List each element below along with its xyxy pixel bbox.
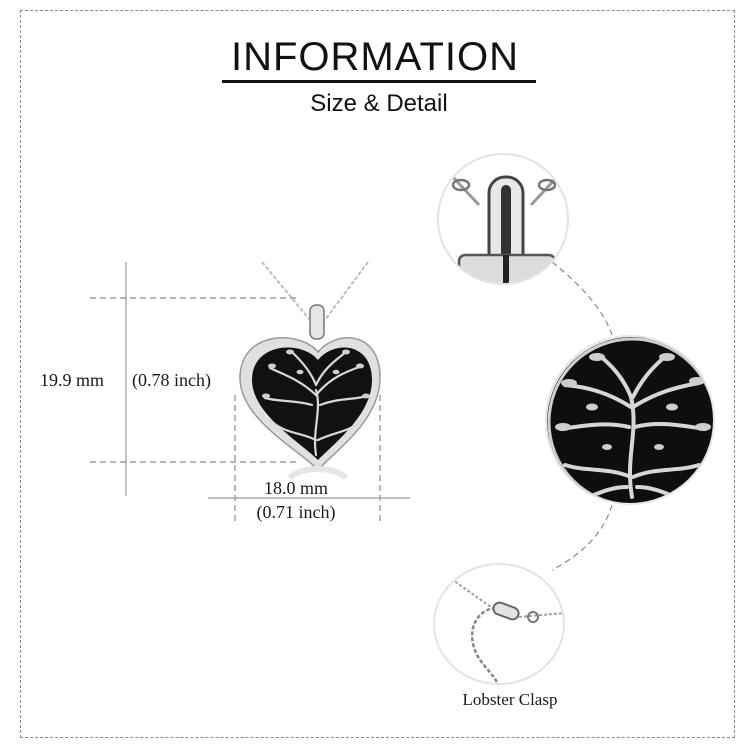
dashed-frame	[20, 10, 735, 738]
title-underline	[222, 80, 536, 83]
detail-bail-circle	[437, 153, 569, 285]
detail-clasp-circle	[433, 563, 565, 685]
page-title: INFORMATION	[230, 35, 519, 79]
tree-of-life-closeup-icon	[547, 337, 713, 503]
detail-tree-circle	[545, 335, 715, 505]
width-inch-label: (0.71 inch)	[256, 502, 336, 522]
lobster-clasp-caption: Lobster Clasp	[462, 690, 558, 709]
height-inch-label: (0.78 inch)	[132, 370, 211, 390]
width-mm-label: 18.0 mm	[263, 478, 328, 498]
height-mm-label: 19.9 mm	[40, 370, 105, 390]
bail-closeup-icon	[449, 173, 561, 283]
lobster-clasp-closeup-icon	[442, 572, 563, 683]
page-subtitle: Size & Detail	[310, 90, 448, 117]
